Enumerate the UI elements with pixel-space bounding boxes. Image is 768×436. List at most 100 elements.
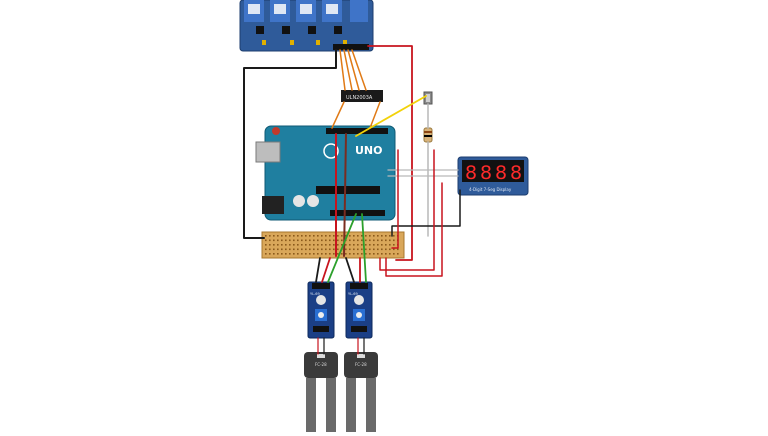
breadboard-hole — [313, 235, 315, 237]
wire-orange-driver-out-2 — [369, 101, 381, 129]
breadboard-hole — [369, 244, 371, 246]
wire-black-sensor-a — [315, 257, 321, 283]
breadboard-hole — [301, 248, 303, 251]
breadboard-hole — [277, 239, 279, 242]
breadboard-hole — [297, 235, 299, 237]
wire-black-display-gnd — [391, 189, 461, 237]
breadboard-hole — [289, 244, 291, 246]
breadboard-hole — [341, 235, 343, 237]
breadboard-hole — [309, 235, 311, 237]
breadboard — [261, 231, 405, 259]
breadboard-hole — [265, 248, 267, 251]
breadboard-hole — [353, 239, 355, 242]
breadboard-hole — [389, 253, 391, 255]
breadboard-hole — [333, 235, 335, 237]
breadboard-hole — [373, 235, 375, 237]
breadboard-hole — [317, 235, 319, 237]
breadboard-hole — [345, 244, 347, 246]
breadboard-hole — [365, 253, 367, 255]
breadboard-hole — [265, 235, 267, 237]
soil-sensor-module-b: YL-69 — [345, 281, 373, 339]
wire-orange-3 — [347, 49, 360, 91]
breadboard-hole — [349, 253, 351, 255]
wire-yellow-button — [355, 95, 427, 137]
breadboard-hole — [377, 248, 379, 251]
breadboard-hole — [289, 239, 291, 242]
wire-black-sensor-b — [345, 257, 355, 283]
breadboard-hole — [329, 239, 331, 242]
breadboard-hole — [305, 235, 307, 237]
breadboard-hole — [353, 248, 355, 251]
breadboard-hole — [373, 239, 375, 242]
breadboard-hole — [333, 253, 335, 255]
soil-probe-a: FC-28 — [304, 352, 338, 432]
breadboard-hole — [297, 248, 299, 251]
breadboard-hole — [313, 248, 315, 251]
breadboard-hole — [365, 235, 367, 237]
breadboard-hole — [389, 235, 391, 237]
breadboard-hole — [305, 239, 307, 242]
breadboard-hole — [277, 248, 279, 251]
breadboard-hole — [269, 248, 271, 251]
breadboard-hole — [329, 253, 331, 255]
breadboard-hole — [385, 248, 387, 251]
breadboard-hole — [309, 239, 311, 242]
breadboard-hole — [393, 253, 395, 255]
breadboard-hole — [273, 239, 275, 242]
breadboard-hole — [329, 248, 331, 251]
breadboard-hole — [361, 235, 363, 237]
wire-red-sensor-a — [321, 257, 331, 283]
wire-red-right-loop — [379, 149, 435, 271]
breadboard-hole — [341, 244, 343, 246]
breadboard-hole — [321, 248, 323, 251]
breadboard-hole — [357, 248, 359, 251]
breadboard-hole — [269, 253, 271, 255]
breadboard-hole — [281, 244, 283, 246]
digital-header — [326, 128, 388, 134]
breadboard-hole — [325, 253, 327, 255]
breadboard-hole — [285, 239, 287, 242]
breadboard-hole — [317, 239, 319, 242]
breadboard-hole — [265, 244, 267, 246]
breadboard-hole — [365, 248, 367, 251]
arduino-brand-label: UNO — [355, 144, 383, 157]
soil-sensor-module-a: YL-69 — [307, 281, 335, 339]
breadboard-hole — [381, 253, 383, 255]
push-button — [423, 91, 433, 105]
breadboard-hole — [293, 244, 295, 246]
usb-port — [255, 141, 281, 163]
wire-red-breadboard-loop — [391, 149, 399, 249]
analog-header — [330, 210, 385, 216]
display-digit: 8 — [480, 162, 492, 184]
breadboard-hole — [397, 248, 399, 251]
breadboard-hole — [329, 235, 331, 237]
breadboard-hole — [329, 244, 331, 246]
breadboard-hole — [345, 253, 347, 255]
breadboard-hole — [349, 248, 351, 251]
breadboard-hole — [381, 244, 383, 246]
breadboard-hole — [341, 239, 343, 242]
reset-button — [272, 127, 280, 135]
breadboard-hole — [385, 235, 387, 237]
display-digit: 8 — [465, 162, 477, 184]
breadboard-hole — [265, 253, 267, 255]
soil-module-b-label: YL-69 — [348, 292, 358, 296]
breadboard-hole — [317, 244, 319, 246]
breadboard-hole — [313, 244, 315, 246]
probe-a-label: FC-28 — [315, 362, 327, 367]
breadboard-hole — [301, 239, 303, 242]
breadboard-hole — [385, 239, 387, 242]
breadboard-hole — [277, 235, 279, 237]
breadboard-hole — [381, 235, 383, 237]
breadboard-hole — [309, 244, 311, 246]
breadboard-hole — [273, 235, 275, 237]
breadboard-hole — [349, 239, 351, 242]
breadboard-hole — [289, 235, 291, 237]
breadboard-hole — [353, 235, 355, 237]
breadboard-hole — [389, 244, 391, 246]
driver-ic: ULN2003A — [341, 90, 383, 102]
breadboard-hole — [337, 248, 339, 251]
breadboard-hole — [377, 239, 379, 242]
